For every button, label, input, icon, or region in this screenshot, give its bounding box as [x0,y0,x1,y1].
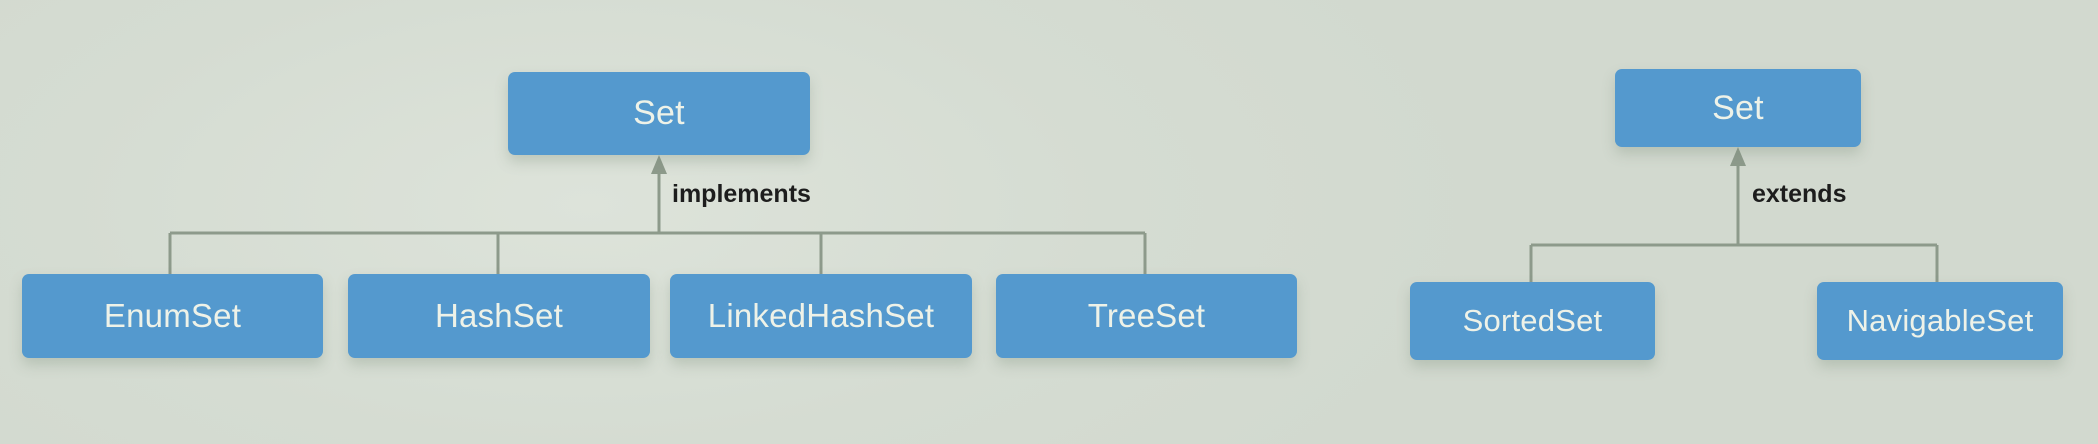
node-label: NavigableSet [1846,303,2034,338]
extends-arrow [1730,147,1746,245]
node-navigableset[interactable]: NavigableSet [1817,282,2063,360]
node-label: Set [1712,88,1764,127]
edge-label-text: extends [1752,180,1847,208]
node-hashset[interactable]: HashSet [348,274,650,358]
node-sortedset[interactable]: SortedSet [1410,282,1655,360]
node-label: HashSet [435,297,563,334]
node-label: EnumSet [103,297,242,334]
node-set-implements-parent[interactable]: Set [508,72,810,155]
node-treeset[interactable]: TreeSet [996,274,1297,358]
node-label: SortedSet [1462,303,1603,338]
node-set-extends-parent[interactable]: Set [1615,69,1861,147]
implements-arrow [651,155,667,233]
node-linkedhashset[interactable]: LinkedHashSet [670,274,972,358]
edge-label-text: implements [672,180,811,208]
node-label: TreeSet [1087,297,1206,334]
edge-label-extends: extends [1752,182,1846,207]
edge-label-implements: implements [672,182,811,207]
node-enumset[interactable]: EnumSet [22,274,323,358]
node-label: Set [633,94,685,132]
node-label: LinkedHashSet [707,297,935,334]
